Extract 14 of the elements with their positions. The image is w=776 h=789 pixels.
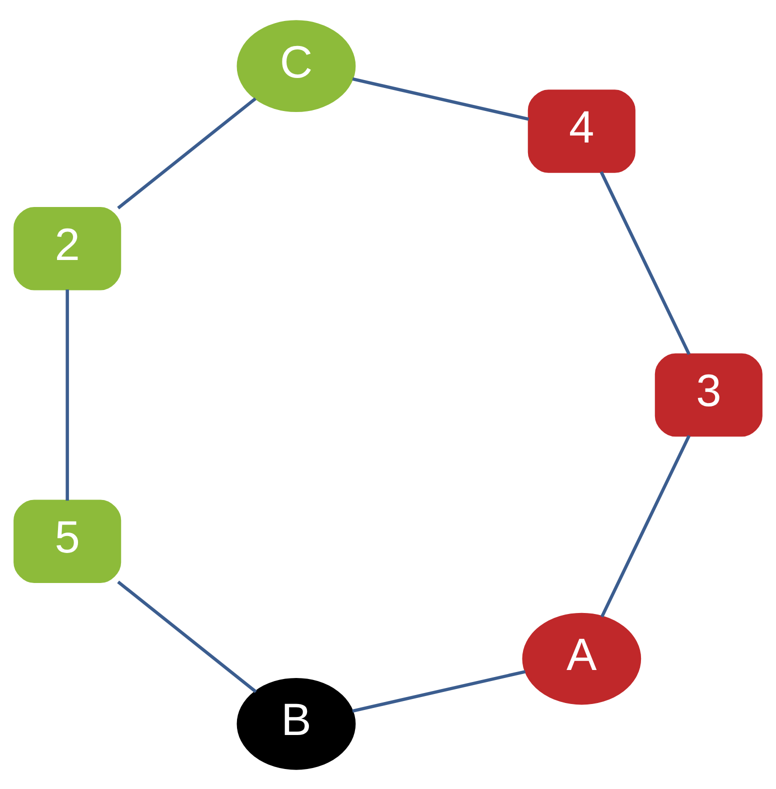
connector [352, 670, 526, 712]
connector [600, 434, 691, 617]
connector [117, 96, 256, 209]
node-box: 5 [14, 499, 122, 583]
node-box: 2 [14, 206, 122, 290]
node-box: 3 [654, 352, 762, 436]
connector [66, 288, 69, 500]
connector [352, 76, 530, 120]
node-ellipse: A [522, 612, 642, 704]
node-box: 4 [528, 89, 636, 172]
node-ellipse: C [236, 20, 356, 112]
node-ellipse: B [236, 677, 356, 770]
connector [117, 580, 257, 692]
connector [600, 170, 691, 355]
